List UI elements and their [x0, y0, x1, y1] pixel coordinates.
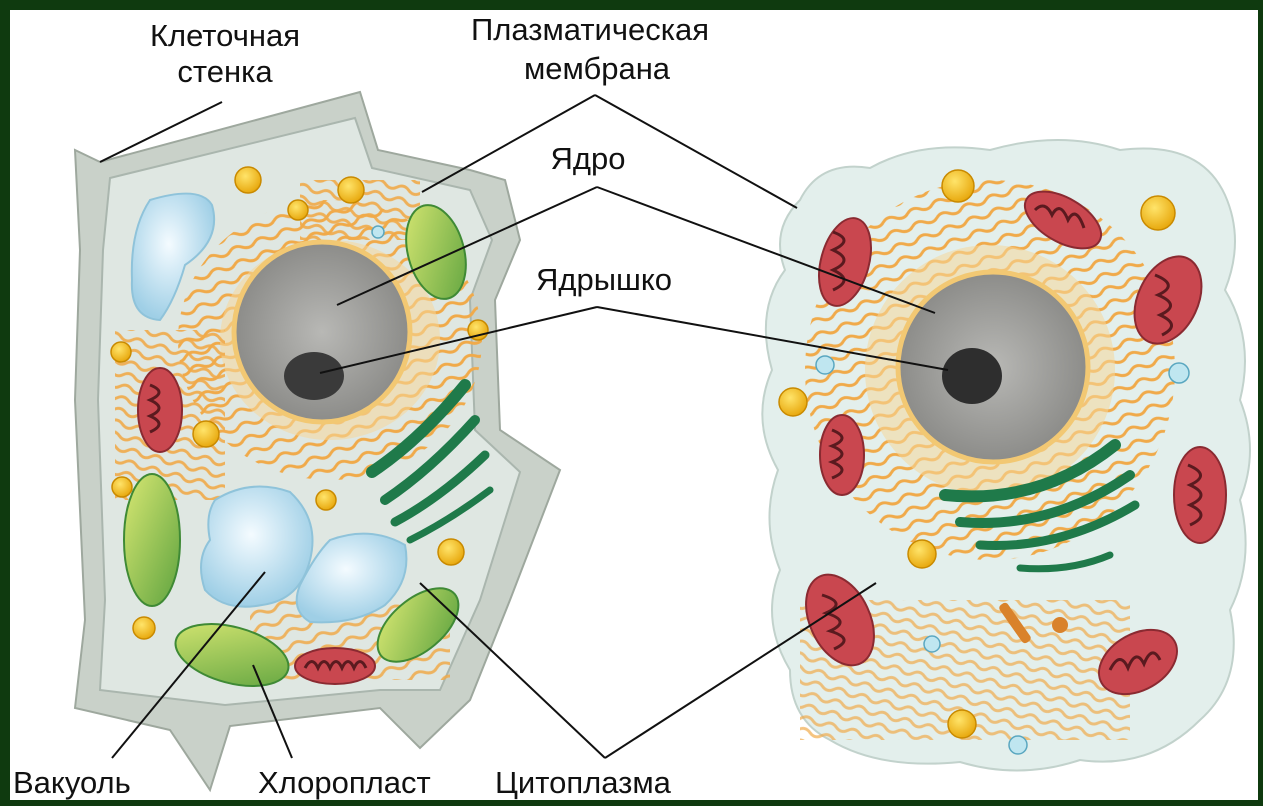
label-cell-wall-2: стенка [177, 54, 273, 89]
plant-nucleolus [284, 352, 344, 400]
label-plasma-membrane-1: Плазматическая [471, 12, 709, 47]
plant-vacuole-2 [201, 487, 313, 607]
animal-cell [762, 140, 1250, 771]
label-cell-wall-1: Клеточная [150, 18, 300, 53]
plant-chloroplast-2 [124, 474, 180, 606]
plant-cell [75, 92, 560, 790]
label-nucleus: Ядро [551, 141, 626, 176]
animal-nucleolus [942, 348, 1002, 404]
label-nucleolus: Ядрышко [536, 262, 672, 297]
label-vacuole: Вакуоль [13, 765, 131, 800]
label-chloroplast: Хлоропласт [258, 765, 431, 800]
label-cytoplasm: Цитоплазма [495, 765, 672, 800]
label-plasma-membrane-2: мембрана [524, 51, 671, 86]
